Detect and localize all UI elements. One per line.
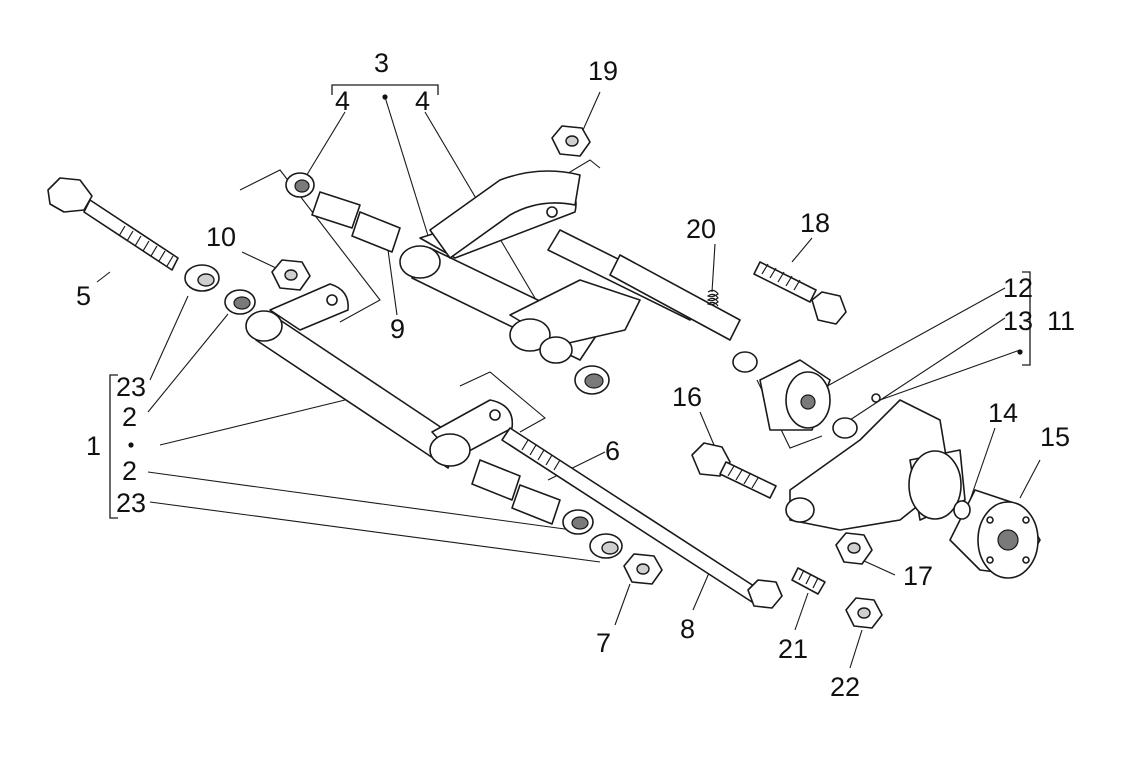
upper-link-part-3 bbox=[399, 170, 741, 364]
callout-1: 1 bbox=[86, 431, 101, 461]
callout-19: 19 bbox=[588, 56, 618, 86]
callout-20: 20 bbox=[686, 214, 716, 244]
callout-8: 8 bbox=[680, 614, 695, 644]
callout-2-lower: 2 bbox=[122, 456, 137, 486]
callout-11: 11 bbox=[1047, 306, 1075, 336]
bushing-part-9 bbox=[285, 172, 401, 253]
spacer-part-23-top bbox=[184, 264, 220, 292]
pin-part-8 bbox=[501, 427, 783, 609]
callout-23-top: 23 bbox=[116, 372, 146, 402]
nut-part-22 bbox=[845, 597, 883, 629]
bushing-part-13 bbox=[832, 393, 881, 439]
assembly-brackets bbox=[109, 84, 1031, 519]
callout-4-right: 4 bbox=[415, 86, 430, 116]
callout-23-lower: 23 bbox=[116, 488, 146, 518]
callout-9: 9 bbox=[390, 314, 405, 344]
washer-part-14 bbox=[953, 500, 971, 520]
nut-part-7 bbox=[623, 553, 663, 585]
callout-22: 22 bbox=[830, 672, 860, 702]
callout-2-top: 2 bbox=[122, 402, 137, 432]
nut-part-10 bbox=[271, 259, 311, 291]
bushing-part-6 bbox=[471, 459, 561, 525]
callout-17: 17 bbox=[903, 561, 933, 591]
bearing-part-2-top bbox=[224, 289, 256, 315]
callout-5: 5 bbox=[76, 281, 91, 311]
bolt-part-5 bbox=[47, 177, 179, 271]
bearing-part-4-lower bbox=[574, 365, 610, 395]
callout-16: 16 bbox=[672, 382, 702, 412]
screw-part-21 bbox=[791, 567, 826, 595]
leader-lines bbox=[96, 91, 1041, 669]
cover-part-15 bbox=[949, 489, 1041, 579]
bolt-part-18 bbox=[753, 261, 847, 325]
spacer-part-23-lower bbox=[589, 533, 623, 559]
bolt-part-16 bbox=[691, 442, 777, 499]
nut-part-17 bbox=[835, 532, 873, 565]
callout-12: 12 bbox=[1003, 273, 1033, 303]
callout-18: 18 bbox=[800, 208, 830, 238]
callout-labels: 3 4 4 19 5 10 9 20 18 12 13 11 23 2 1 2 … bbox=[76, 48, 1075, 702]
callout-7: 7 bbox=[596, 628, 611, 658]
callout-3: 3 bbox=[374, 48, 389, 78]
silentblock-part-12 bbox=[732, 351, 831, 431]
callout-13: 13 bbox=[1003, 306, 1033, 336]
callout-6: 6 bbox=[605, 436, 620, 466]
spring-part-20 bbox=[706, 289, 719, 307]
nut-part-19 bbox=[551, 125, 591, 157]
bearing-part-2-lower bbox=[562, 509, 594, 535]
engine-bracket-part-11 bbox=[785, 399, 966, 531]
callout-10: 10 bbox=[206, 222, 236, 252]
callout-15: 15 bbox=[1040, 422, 1070, 452]
callout-21: 21 bbox=[778, 634, 808, 664]
swingarm-tube-part-1 bbox=[245, 283, 514, 469]
callout-4-left: 4 bbox=[335, 86, 350, 116]
callout-14: 14 bbox=[988, 398, 1018, 428]
